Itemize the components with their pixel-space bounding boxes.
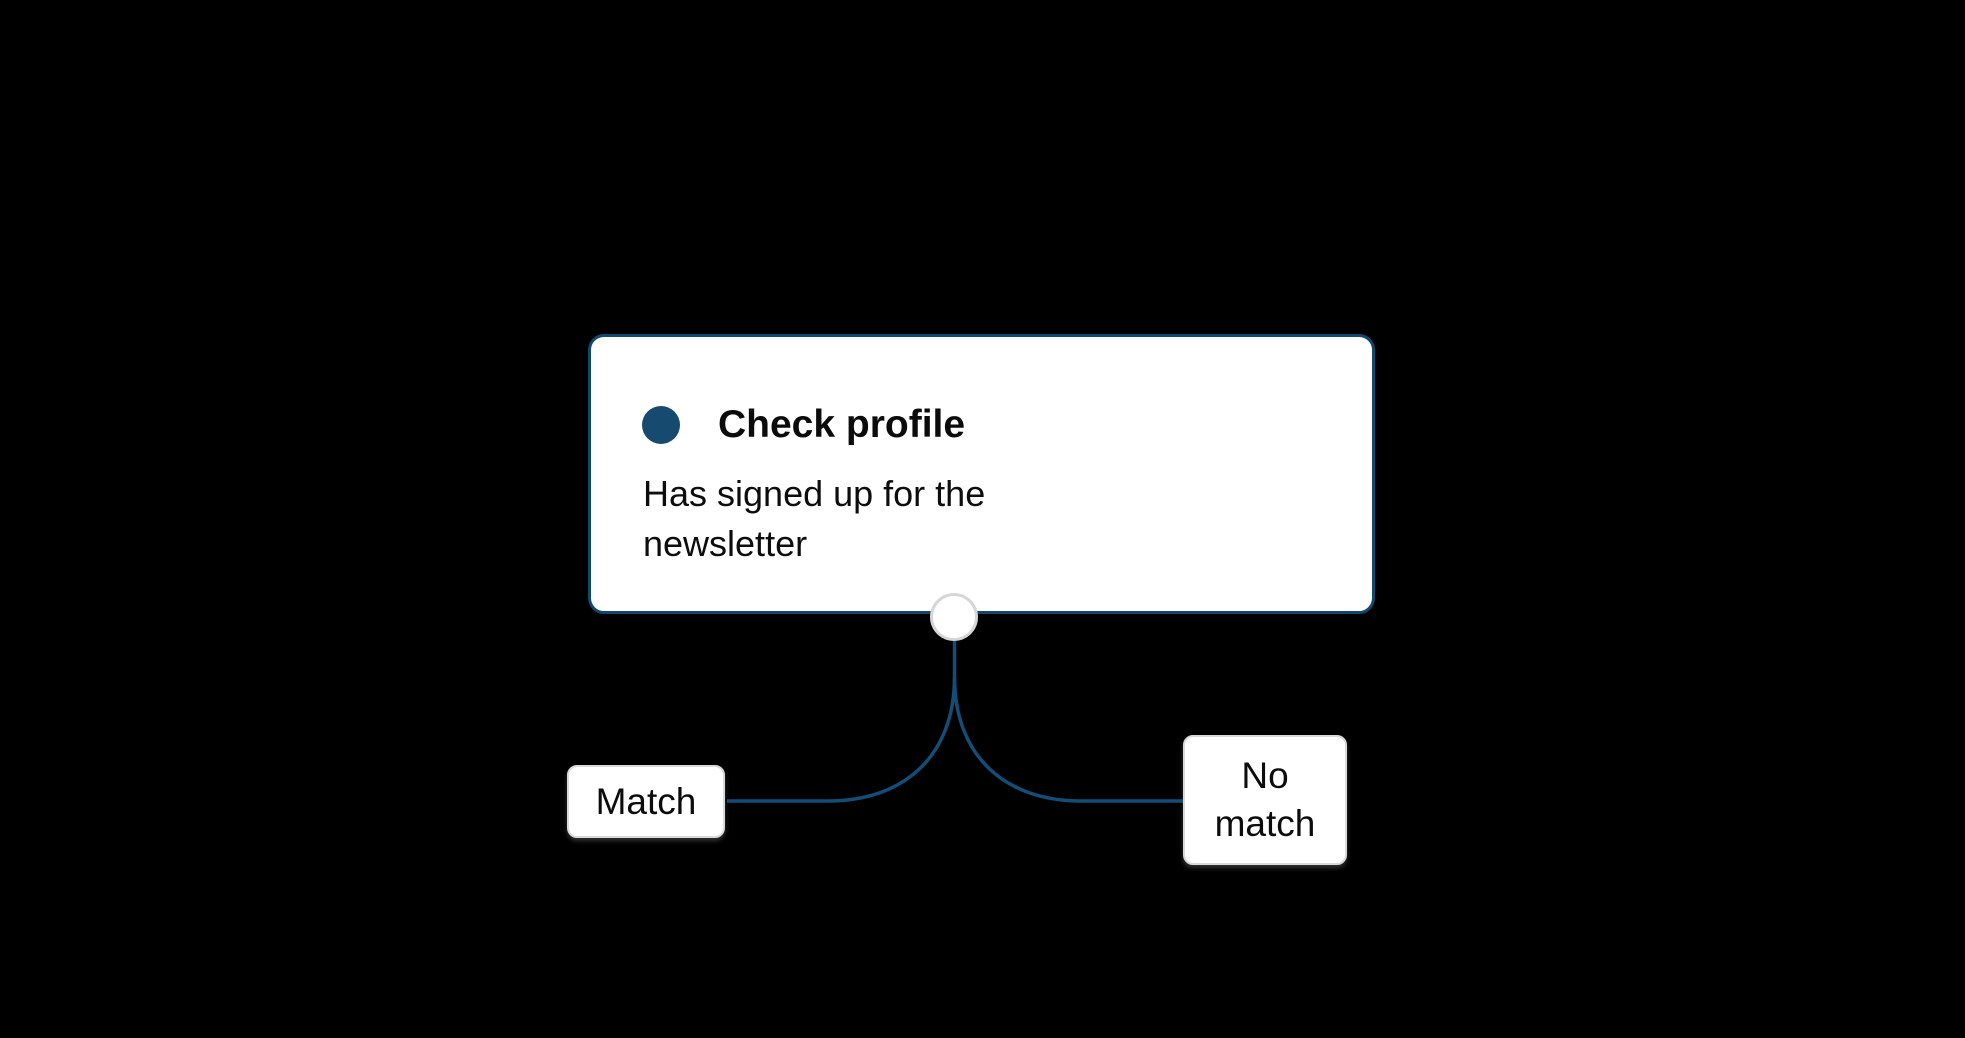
connector-line-no-match [952, 676, 1183, 803]
node-description: Has signed up for the newsletter [643, 473, 986, 564]
node-header: Check profile [642, 403, 966, 447]
branch-label-no-match[interactable]: No match [1183, 735, 1347, 865]
filled-circle-icon [642, 406, 680, 445]
branch-label-match[interactable]: Match [567, 765, 725, 838]
connector-line-match [727, 630, 957, 803]
branch-label-text: No match [1214, 755, 1316, 844]
node-title: Check profile [718, 403, 966, 446]
branch-label-text: Match [595, 780, 697, 822]
node-card-check-profile[interactable]: Check profile Has signed up for the news… [588, 334, 1375, 614]
node-output-port[interactable] [930, 593, 978, 641]
